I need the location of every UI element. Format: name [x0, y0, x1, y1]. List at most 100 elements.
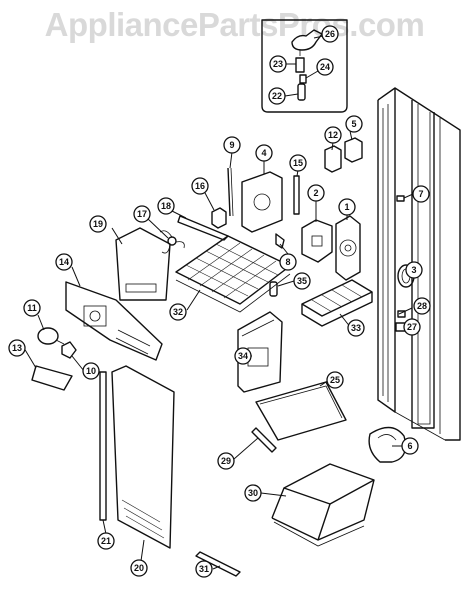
- callout-18: 18: [157, 197, 175, 215]
- callout-label: 4: [261, 148, 266, 158]
- callout-label: 33: [351, 323, 361, 333]
- callout-circle: [244, 484, 262, 502]
- callout-20: 20: [130, 559, 148, 577]
- callout-27: 27: [403, 318, 421, 336]
- part-31-strip: [195, 551, 241, 577]
- callout-circle: [55, 253, 73, 271]
- callout-circle: [133, 205, 151, 223]
- part-22-filter: [297, 83, 306, 101]
- callout-label: 32: [173, 307, 183, 317]
- part-1-motor: [335, 215, 361, 281]
- callout-label: 19: [93, 219, 103, 229]
- callout-circle: [130, 559, 148, 577]
- callout-33: 33: [347, 319, 365, 337]
- callout-11: 11: [23, 299, 41, 317]
- callout-label: 24: [320, 62, 330, 72]
- callout-label: 27: [407, 322, 417, 332]
- callout-circle: [269, 55, 287, 73]
- callout-circle: [345, 115, 363, 133]
- callout-label: 23: [273, 59, 283, 69]
- callout-circle: [293, 272, 311, 290]
- callout-3: 3: [405, 261, 423, 279]
- part-21-strip: [99, 371, 107, 521]
- callout-label: 11: [27, 303, 37, 313]
- callout-label: 8: [285, 257, 290, 267]
- callout-9: 9: [223, 136, 241, 154]
- part-2-bracket: [301, 219, 333, 263]
- callout-14: 14: [55, 253, 73, 271]
- part-14-panel: [65, 281, 163, 361]
- callout-circle: [191, 177, 209, 195]
- part-15-pin: [293, 175, 300, 215]
- callout-label: 6: [407, 441, 412, 451]
- part-33-tray: [301, 279, 373, 327]
- callout-circle: [403, 318, 421, 336]
- part-23-tube: [295, 57, 305, 73]
- callout-16: 16: [191, 177, 209, 195]
- callout-7: 7: [412, 185, 430, 203]
- callout-8: 8: [279, 253, 297, 271]
- part-6-block: [368, 426, 407, 463]
- callout-label: 30: [248, 488, 258, 498]
- part-12-housing: [324, 145, 342, 173]
- callout-circle: [324, 126, 342, 144]
- part-13-cover: [31, 365, 73, 391]
- part-19-panel: [115, 227, 171, 301]
- callout-circle: [268, 87, 286, 105]
- callout-31: 31: [195, 560, 213, 578]
- callout-6: 6: [401, 437, 419, 455]
- callout-26: 26: [321, 25, 339, 43]
- callout-label: 2: [313, 188, 318, 198]
- callout-circle: [279, 253, 297, 271]
- callout-circle: [89, 215, 107, 233]
- callout-circle: [338, 198, 356, 216]
- callout-circle: [23, 299, 41, 317]
- callout-circle: [307, 184, 325, 202]
- part-18-bracket: [177, 215, 229, 241]
- callout-34: 34: [234, 347, 252, 365]
- callout-label: 20: [134, 563, 144, 573]
- callout-label: 7: [418, 189, 423, 199]
- callout-label: 13: [12, 343, 22, 353]
- part-8-clip: [275, 233, 285, 249]
- callout-label: 34: [238, 351, 248, 361]
- callout-circle: [195, 560, 213, 578]
- callout-22: 22: [268, 87, 286, 105]
- callout-circle: [321, 25, 339, 43]
- callout-circle: [401, 437, 419, 455]
- callout-label: 35: [297, 276, 307, 286]
- callout-label: 3: [411, 265, 416, 275]
- callout-32: 32: [169, 303, 187, 321]
- callout-1: 1: [338, 198, 356, 216]
- part-16-clip: [211, 207, 227, 229]
- callout-label: 31: [199, 564, 209, 574]
- inset-box: [261, 19, 348, 113]
- callout-label: 26: [325, 29, 335, 39]
- callout-29: 29: [217, 452, 235, 470]
- part-25-shelf: [255, 381, 347, 441]
- callout-19: 19: [89, 215, 107, 233]
- part-26-valve: [291, 29, 323, 56]
- callout-12: 12: [324, 126, 342, 144]
- callout-circle: [412, 185, 430, 203]
- callout-30: 30: [244, 484, 262, 502]
- part-29-trim: [251, 427, 277, 453]
- callout-circle: [217, 452, 235, 470]
- callout-circle: [169, 303, 187, 321]
- callout-17: 17: [133, 205, 151, 223]
- callout-label: 16: [195, 181, 205, 191]
- callout-label: 28: [417, 301, 427, 311]
- callout-circle: [413, 297, 431, 315]
- callout-circle: [82, 362, 100, 380]
- part-20-panel: [111, 365, 175, 549]
- callout-5: 5: [345, 115, 363, 133]
- callout-25: 25: [326, 371, 344, 389]
- callout-label: 22: [272, 91, 282, 101]
- callout-24: 24: [316, 58, 334, 76]
- part-4-cover: [241, 171, 283, 233]
- callout-21: 21: [97, 532, 115, 550]
- part-30-bin: [271, 463, 375, 547]
- part-10-socket: [61, 341, 77, 359]
